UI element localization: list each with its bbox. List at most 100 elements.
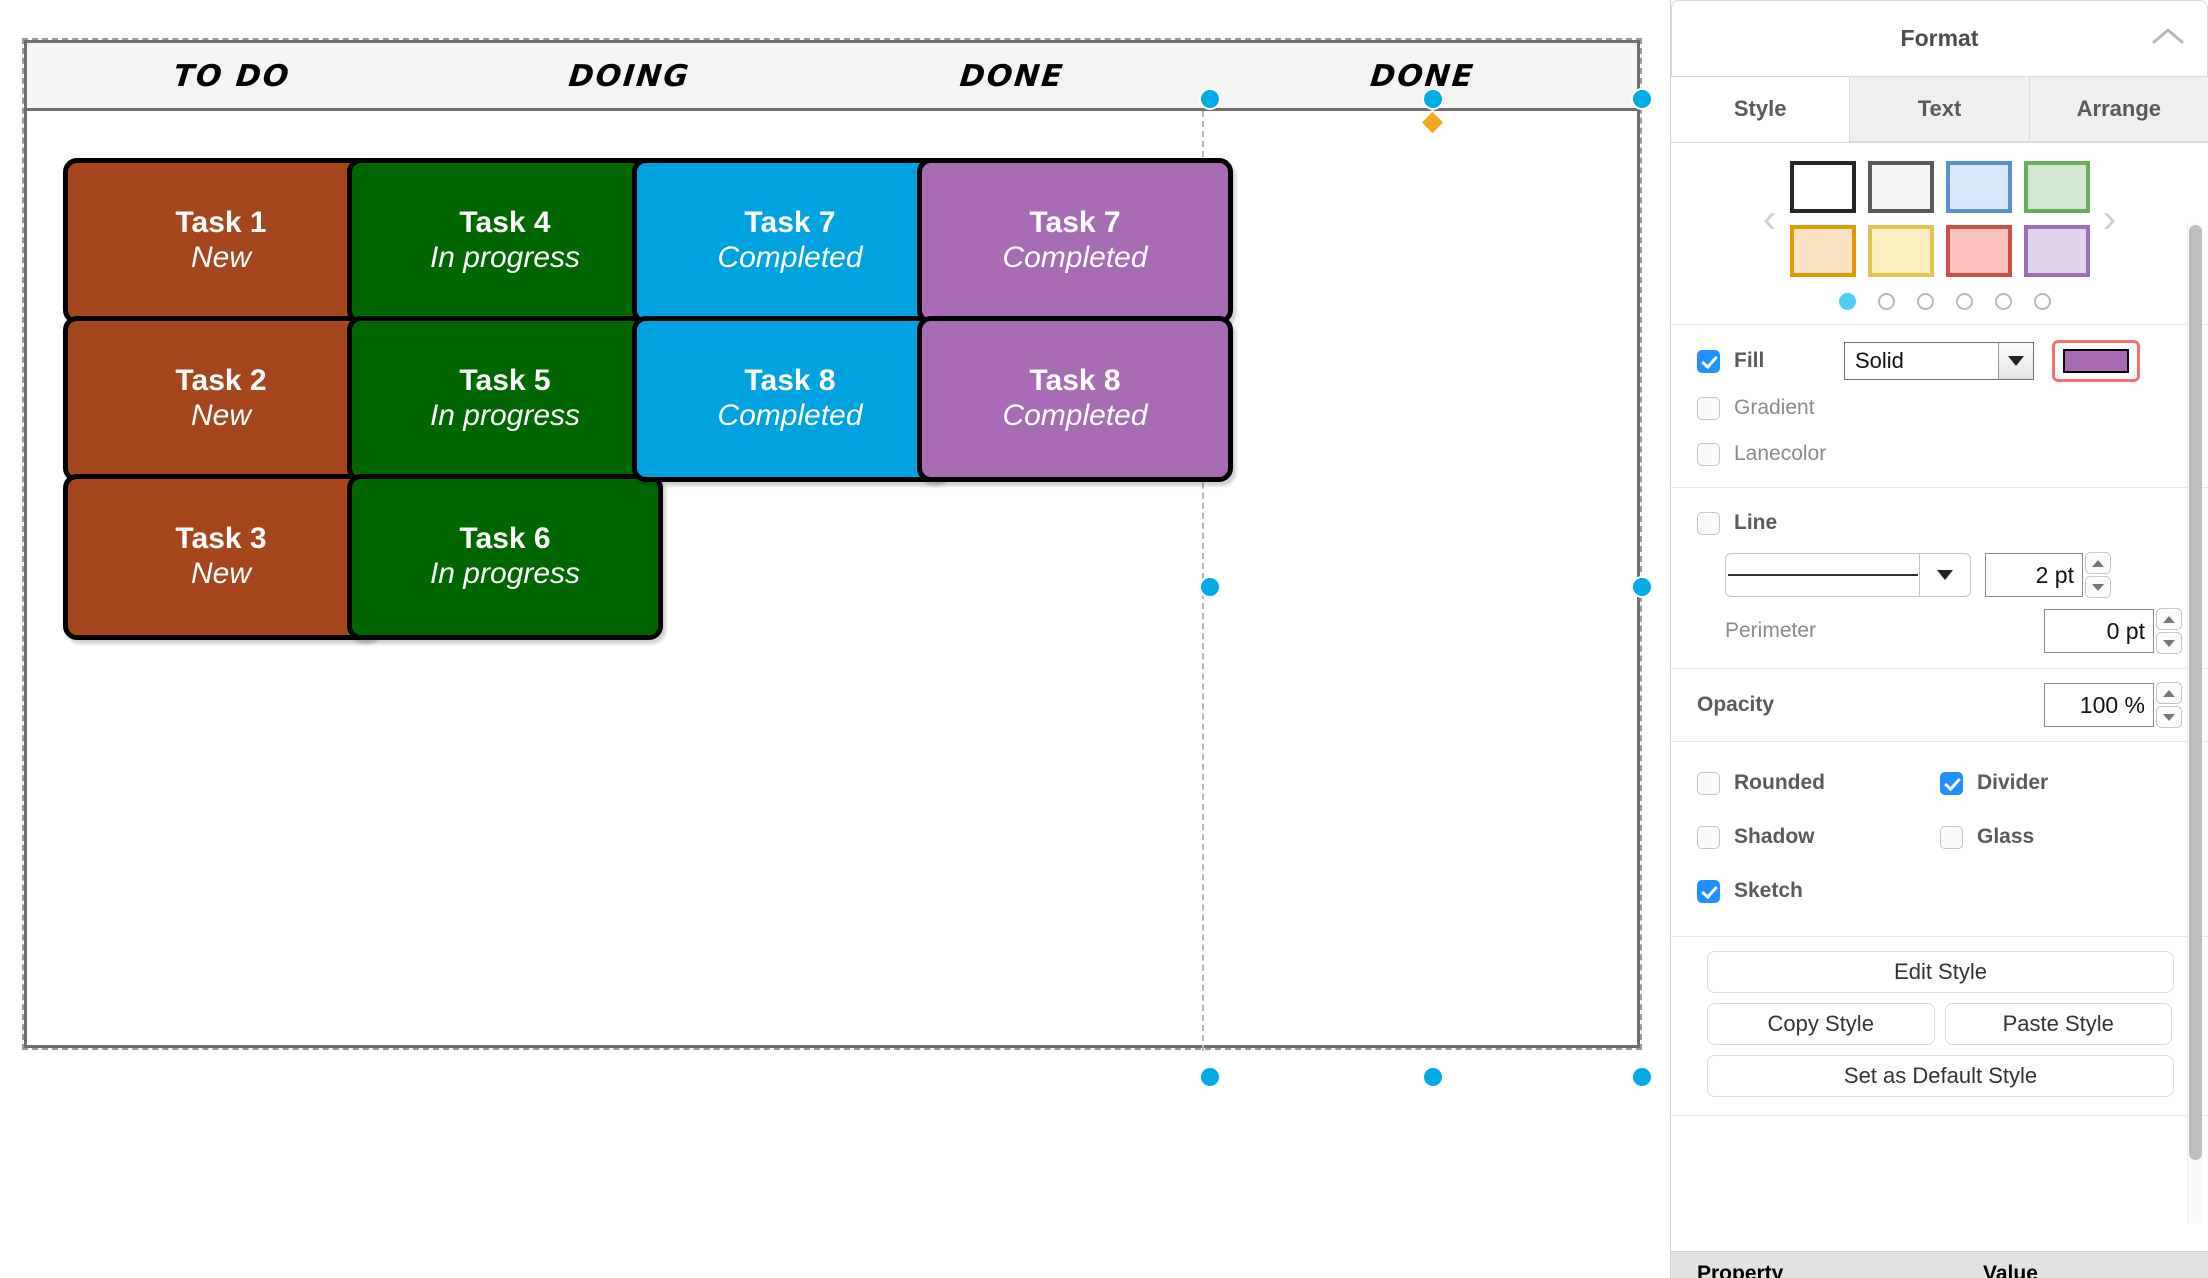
selection-handle-bottom-mid[interactable] [1201, 1068, 1219, 1086]
task-card-title: Task 8 [1029, 363, 1121, 397]
panel-scrollbar-thumb[interactable] [2189, 225, 2202, 1160]
kanban-pool-header [27, 43, 1637, 111]
opacity-label: Opacity [1697, 693, 1775, 716]
preset-page-dot-4[interactable] [1955, 293, 1973, 310]
task-card-title: Task 1 [175, 205, 267, 239]
format-tabs[interactable]: Style Text Arrange [1671, 77, 2208, 143]
task-card-status: In progress [429, 241, 581, 275]
perimeter-value: 0 pt [2106, 617, 2145, 644]
preset-page-dot-2[interactable] [1877, 293, 1895, 310]
style-preset-swatch-4[interactable] [1789, 225, 1856, 277]
style-preset-swatch-0[interactable] [1789, 161, 1856, 213]
selection-handle-mid-right2[interactable] [1201, 578, 1219, 596]
rounded-label: Rounded [1734, 771, 1825, 794]
style-preset-swatch-2[interactable] [1945, 161, 2012, 213]
chevron-up-icon[interactable] [2151, 25, 2185, 53]
line-width-input[interactable]: 2 pt [1985, 553, 2083, 597]
tab-text[interactable]: Text [1849, 77, 2029, 142]
selection-handle-mid-right[interactable] [1633, 578, 1651, 596]
selection-handle-bottom-r2[interactable] [1424, 1068, 1442, 1086]
task-card-status: New [190, 399, 251, 433]
preset-page-dot-3[interactable] [1916, 293, 1934, 310]
style-preset-swatch-6[interactable] [1945, 225, 2012, 277]
format-panel[interactable]: Format Style Text Arrange ‹ › [1670, 0, 2208, 1278]
selection-handle-bottom-r[interactable] [1633, 1068, 1651, 1086]
task-card-title: Task 4 [459, 205, 551, 239]
opacity-input[interactable]: 100 % [2044, 683, 2154, 727]
glass-checkbox[interactable] [1940, 825, 1963, 849]
style-preset-swatch-3[interactable] [2023, 161, 2090, 213]
set-default-style-button[interactable]: Set as Default Style [1707, 1055, 2174, 1097]
perimeter-stepper[interactable] [2156, 608, 2182, 654]
preset-page-dot-6[interactable] [2033, 293, 2051, 310]
opacity-stepper[interactable] [2156, 682, 2182, 728]
selection-handle-top-right[interactable] [1633, 90, 1651, 108]
lanecolor-checkbox[interactable] [1697, 442, 1720, 466]
task-card-status: Completed [1002, 399, 1148, 433]
line-style-select[interactable] [1725, 553, 1971, 597]
divider-checkbox[interactable] [1940, 771, 1963, 795]
lane-title-2[interactable]: DONE [958, 59, 1066, 94]
property-column-header[interactable]: Property [1671, 1262, 1973, 1278]
presets-next-icon[interactable]: › [2102, 197, 2117, 241]
style-preset-swatch-1[interactable] [1867, 161, 1934, 213]
panel-scrollbar[interactable] [2187, 223, 2202, 1223]
paste-style-label: Paste Style [2002, 1011, 2114, 1036]
page-title: Format [1900, 25, 1979, 51]
preset-page-dot-1[interactable] [1838, 293, 1856, 310]
sketch-checkbox[interactable] [1697, 879, 1720, 903]
line-checkbox[interactable] [1697, 511, 1720, 535]
opacity-value: 100 % [2079, 691, 2145, 718]
lane-title-0[interactable]: TO DO [171, 59, 293, 94]
style-preset-swatch-7[interactable] [2023, 225, 2090, 277]
copy-style-button[interactable]: Copy Style [1707, 1003, 1935, 1045]
tab-style[interactable]: Style [1671, 77, 1850, 142]
paste-style-button[interactable]: Paste Style [1944, 1003, 2172, 1045]
rounded-checkbox[interactable] [1697, 771, 1720, 795]
perimeter-input[interactable]: 0 pt [2044, 609, 2154, 653]
property-table[interactable]: Property Value ID N4p4CH-c-pdo [1671, 1251, 2208, 1278]
selection-handle-top-mid[interactable] [1201, 90, 1219, 108]
line-width-value: 2 pt [2035, 561, 2074, 588]
line-style-preview [1726, 574, 1919, 576]
preset-page-dot-5[interactable] [1994, 293, 2012, 310]
task-card-title: Task 5 [459, 363, 551, 397]
task-card-title: Task 6 [459, 521, 551, 555]
task-card-title: Task 7 [744, 205, 836, 239]
tab-arrange[interactable]: Arrange [2028, 77, 2208, 142]
presets-prev-icon[interactable]: ‹ [1762, 197, 1777, 241]
value-column-header[interactable]: Value [1973, 1262, 2208, 1278]
preset-pagination[interactable] [1681, 293, 2208, 310]
fill-checkbox[interactable] [1697, 349, 1720, 373]
line-width-stepper[interactable] [2085, 552, 2111, 598]
chevron-down-icon[interactable] [1998, 343, 2033, 379]
lane-title-1[interactable]: DOING [567, 59, 692, 94]
selection-handle-top-right2[interactable] [1424, 90, 1442, 108]
property-column-label: Property [1697, 1262, 1784, 1278]
edit-style-button[interactable]: Edit Style [1707, 951, 2174, 993]
lane-title-3[interactable]: DONE [1368, 59, 1477, 94]
line-label: Line [1734, 511, 1778, 534]
fill-label: Fill [1734, 349, 1765, 372]
shadow-checkbox[interactable] [1697, 825, 1720, 849]
style-preset-grid[interactable] [1789, 161, 2090, 277]
fill-color-button[interactable] [2052, 340, 2140, 382]
tab-text-label: Text [1917, 96, 1962, 121]
chevron-down-icon[interactable] [1919, 554, 1970, 596]
tab-style-label: Style [1733, 96, 1787, 121]
style-preset-swatch-5[interactable] [1867, 225, 1934, 277]
fill-type-select[interactable]: Solid [1844, 342, 2034, 380]
gradient-checkbox[interactable] [1697, 396, 1720, 420]
